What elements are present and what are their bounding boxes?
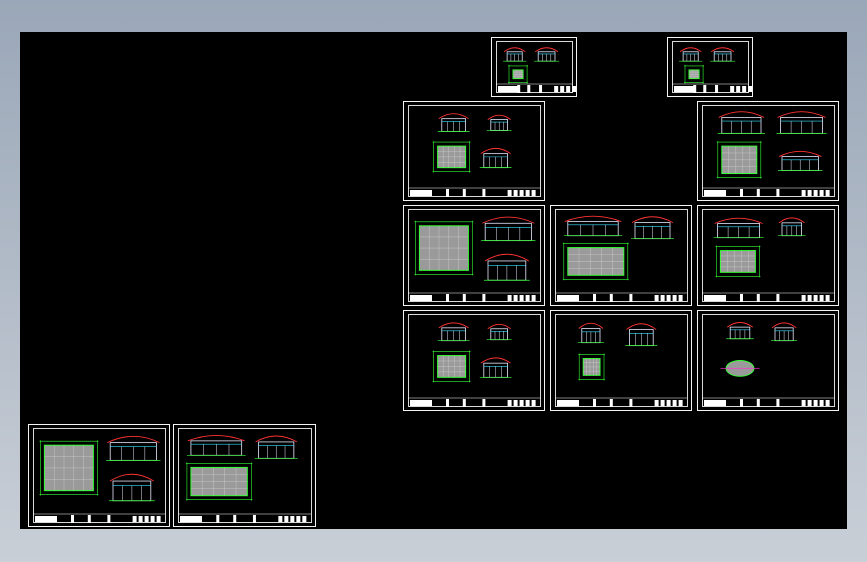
- sheet-graphics: [702, 322, 834, 407]
- sheet-graphics: [178, 435, 311, 523]
- sheet-inner-frame: [408, 314, 541, 407]
- drawing-sheet-1[interactable]: [491, 37, 577, 97]
- sheet-graphics: [555, 215, 687, 302]
- sheet-inner-frame: [496, 41, 573, 93]
- sheet-inner-frame: [408, 105, 541, 197]
- drawing-sheet-8[interactable]: [403, 310, 545, 411]
- sheet-graphics: [496, 47, 576, 93]
- sheet-graphics: [408, 322, 540, 407]
- sheet-inner-frame: [408, 209, 541, 302]
- drawing-sheet-4[interactable]: [697, 101, 839, 201]
- sheet-inner-frame: [555, 314, 688, 407]
- drawing-sheet-5[interactable]: [403, 205, 545, 306]
- sheet-inner-frame: [702, 105, 835, 197]
- sheet-graphics: [408, 216, 540, 302]
- sheet-inner-frame: [555, 209, 688, 302]
- sheet-graphics: [702, 111, 834, 197]
- sheet-graphics: [702, 217, 834, 302]
- sheet-inner-frame: [702, 314, 835, 407]
- sheet-inner-frame: [702, 209, 835, 302]
- sheet-graphics: [33, 435, 165, 523]
- drawing-sheet-3[interactable]: [403, 101, 545, 201]
- sheet-inner-frame: [33, 428, 166, 523]
- sheet-inner-frame: [672, 41, 749, 93]
- drawing-sheet-2[interactable]: [667, 37, 753, 97]
- drawing-sheet-12[interactable]: [173, 424, 316, 527]
- drawing-sheet-9[interactable]: [550, 310, 692, 411]
- sheet-graphics: [672, 47, 752, 93]
- cad-model-space-viewport[interactable]: [20, 32, 847, 529]
- sheet-graphics: [408, 113, 540, 197]
- drawing-sheet-6[interactable]: [550, 205, 692, 306]
- sheet-inner-frame: [178, 428, 312, 523]
- drawing-sheet-11[interactable]: [28, 424, 170, 527]
- drawing-sheet-7[interactable]: [697, 205, 839, 306]
- drawing-sheet-10[interactable]: [697, 310, 839, 411]
- sheet-graphics: [555, 322, 687, 407]
